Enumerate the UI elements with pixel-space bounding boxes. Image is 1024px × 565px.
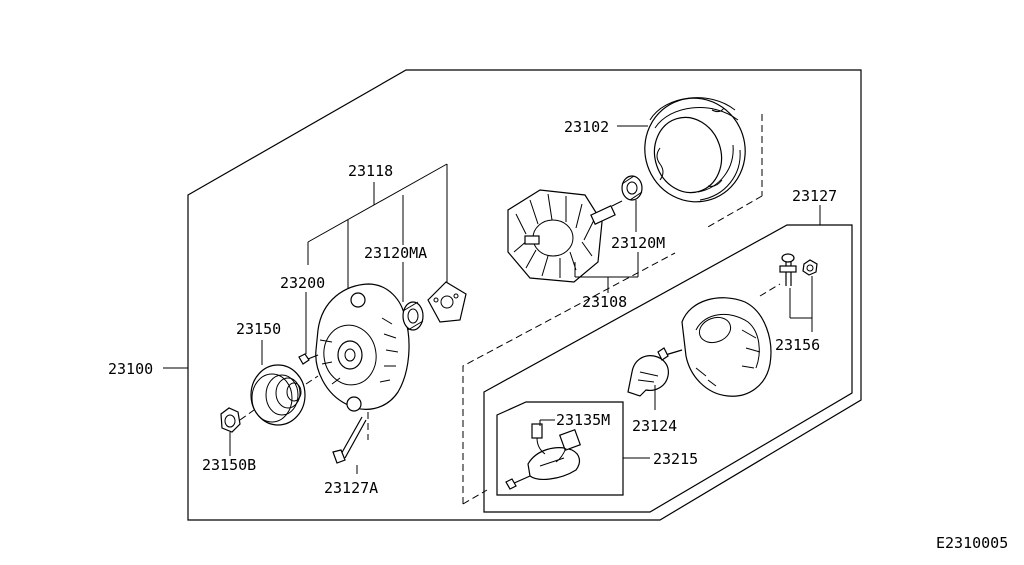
part-labels: 23100 23118 23102 23127 23200 23120MA 23… — [108, 118, 1008, 552]
label-23135M[interactable]: 23135M — [556, 411, 610, 429]
label-23108[interactable]: 23108 — [582, 293, 627, 311]
pulley-nut-23150B[interactable] — [220, 407, 241, 433]
brush-holder-frame-23215 — [496, 401, 624, 496]
rotor-23108[interactable] — [507, 189, 623, 283]
label-23124[interactable]: 23124 — [632, 417, 677, 435]
brush-holder-23135M[interactable] — [505, 423, 582, 490]
regulator-23124[interactable] — [627, 347, 683, 397]
bearing-23120MA[interactable] — [402, 301, 424, 331]
pulley-23150[interactable] — [250, 364, 306, 426]
rear-housing-frame-23127 — [483, 224, 853, 513]
diagram-id: E2310005 — [936, 534, 1008, 552]
label-23200[interactable]: 23200 — [280, 274, 325, 292]
label-23150B[interactable]: 23150B — [202, 456, 256, 474]
rear-housing-23127[interactable] — [681, 297, 772, 397]
label-23118[interactable]: 23118 — [348, 162, 393, 180]
label-23120M[interactable]: 23120M — [611, 234, 665, 252]
label-23156[interactable]: 23156 — [775, 336, 820, 354]
label-23102[interactable]: 23102 — [564, 118, 609, 136]
front-housing-23118[interactable] — [315, 283, 410, 412]
label-23150[interactable]: 23150 — [236, 320, 281, 338]
phantom-group-frame — [462, 114, 763, 505]
label-23127[interactable]: 23127 — [792, 187, 837, 205]
label-23127A[interactable]: 23127A — [324, 479, 378, 497]
terminal-bolt-23156[interactable] — [779, 253, 818, 286]
leader-lines — [163, 125, 821, 474]
bearing-23120M[interactable] — [621, 175, 643, 201]
label-23215[interactable]: 23215 — [653, 450, 698, 468]
label-23120MA[interactable]: 23120MA — [364, 244, 427, 262]
bearing-retainer-plate[interactable] — [427, 281, 467, 323]
assembly-frame-23100 — [187, 69, 862, 521]
screw-23200[interactable] — [298, 353, 319, 365]
label-23100[interactable]: 23100 — [108, 360, 153, 378]
stator-23102[interactable] — [631, 85, 758, 215]
through-bolt-23127A[interactable] — [332, 416, 367, 464]
